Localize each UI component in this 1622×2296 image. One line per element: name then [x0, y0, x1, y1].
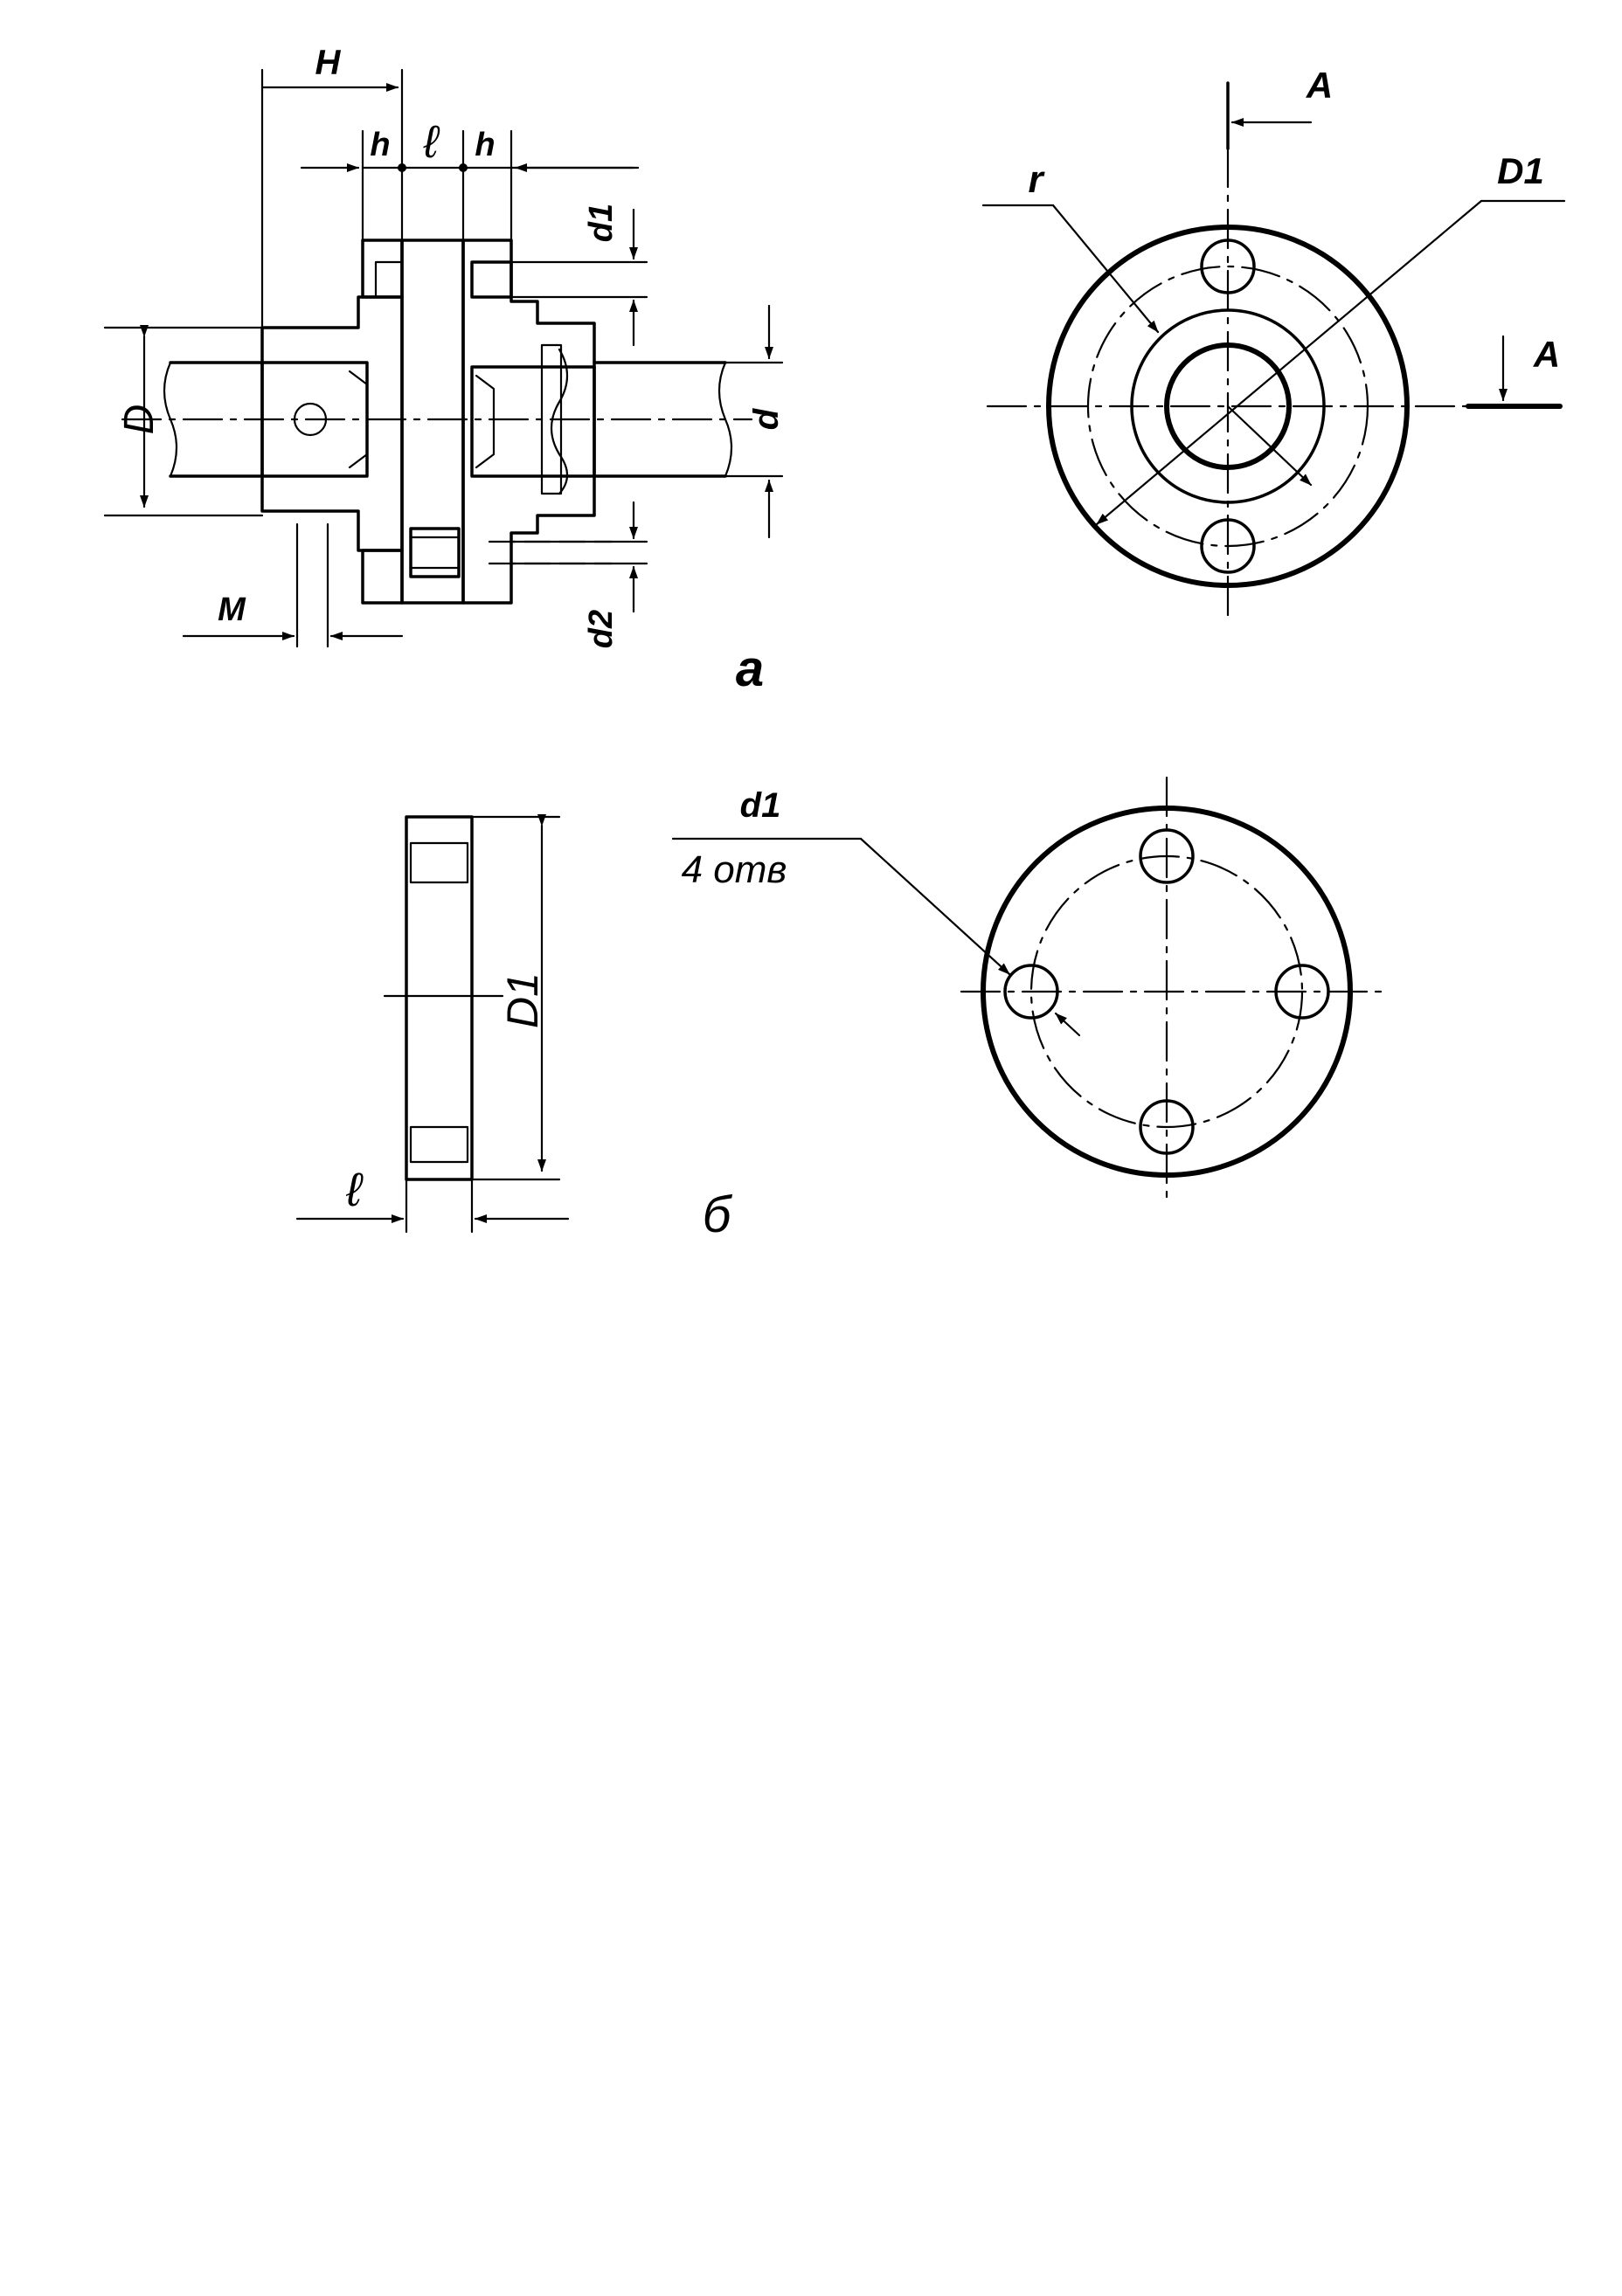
hole-callout-count: 4 отв — [682, 848, 787, 891]
dim-H: H — [260, 44, 404, 329]
dim-d2-label: d2 — [583, 610, 620, 648]
D1-leader: D1 — [1095, 150, 1566, 526]
left-half-coupling — [260, 239, 404, 605]
dim-l-label: ℓ — [423, 117, 440, 168]
hole-callout: d1 4 отв — [671, 786, 1081, 1037]
section-label-right: A — [1533, 334, 1560, 375]
hole-callout-diameter: d1 — [740, 786, 781, 825]
dim-d-label: d — [747, 407, 786, 430]
dim-h-right-label: h — [475, 127, 495, 163]
dim-M: M — [182, 591, 404, 640]
dim-d1: d1 — [509, 204, 648, 347]
radius-label: r — [1028, 158, 1045, 201]
dim-b-l: ℓ — [295, 1164, 570, 1234]
view-b-side: D1 ℓ — [295, 814, 570, 1234]
dim-b-D1-label: D1 — [498, 972, 547, 1028]
D1-label: D1 — [1497, 150, 1544, 191]
view-a-end-view: A A r D1 — [981, 65, 1566, 622]
view-b-front: d1 4 отв — [671, 776, 1383, 1207]
right-half-coupling — [461, 239, 596, 605]
dim-D-label: D — [116, 405, 163, 435]
dim-d: d — [724, 304, 786, 539]
view-a-section: D d H h ℓ h — [103, 44, 786, 648]
dim-h-l-h: h ℓ h — [300, 117, 640, 242]
dim-b-l-label: ℓ — [345, 1164, 364, 1216]
dim-b-D1: D1 — [470, 814, 561, 1181]
caption-b: б — [703, 1186, 733, 1243]
caption-a: а — [736, 640, 764, 697]
dim-D: D — [103, 325, 264, 517]
section-label-top: A — [1306, 65, 1333, 106]
dim-d2: d2 — [509, 501, 648, 648]
dim-M-label: M — [218, 591, 246, 628]
dim-d1-label: d1 — [583, 204, 620, 242]
radius-leader: r — [981, 158, 1160, 334]
dim-H-label: H — [315, 44, 342, 82]
dim-h-left-label: h — [370, 127, 390, 163]
